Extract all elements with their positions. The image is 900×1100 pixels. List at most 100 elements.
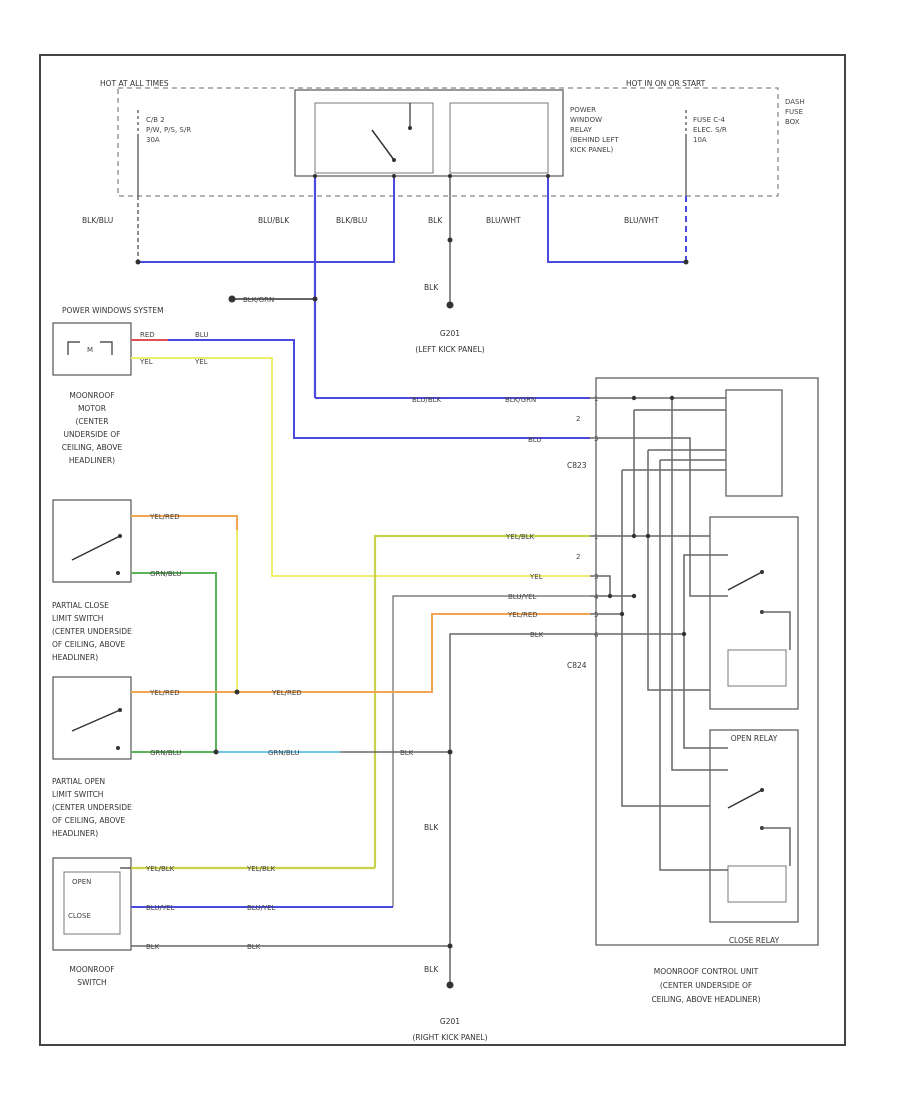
fuse-right-label-1: FUSE C-4 bbox=[693, 116, 726, 124]
sw-open-label: OPEN bbox=[72, 878, 91, 886]
motor-label-5: CEILING, ABOVE bbox=[62, 443, 123, 452]
close-relay-coil bbox=[727, 865, 787, 903]
splice-sw-blk bbox=[447, 943, 453, 949]
relay-housing bbox=[294, 89, 564, 177]
wire-blu-motor bbox=[168, 339, 590, 439]
wire-blk-blu-horizontal bbox=[138, 176, 395, 263]
po-wire-grn-blu-2: GRN/BLU bbox=[268, 749, 299, 757]
motor-label-6: HEADLINER) bbox=[69, 456, 115, 465]
wire-blu-wht bbox=[547, 176, 686, 263]
open-relay-contact bbox=[760, 570, 764, 574]
po-switch-arm bbox=[71, 709, 121, 732]
dash-fuse-label-3: BOX bbox=[785, 118, 800, 126]
relay-contact-point bbox=[408, 126, 412, 130]
po-switch-contact bbox=[118, 708, 122, 712]
hot-at-all-times-label: HOT AT ALL TIMES bbox=[100, 79, 169, 88]
cu-splice-2 bbox=[669, 395, 675, 401]
c824-wire-yel-blk: YEL/BLK bbox=[505, 533, 535, 541]
sw-wire-blu-yel-1: BLU/YEL bbox=[146, 904, 175, 912]
po-switch-box bbox=[52, 676, 132, 760]
wire-blu-yel-main bbox=[392, 595, 590, 907]
wire-label-blk-g201: BLK bbox=[424, 283, 439, 292]
dash-fuse-label-2: FUSE bbox=[785, 108, 803, 116]
po-label-5: HEADLINER) bbox=[52, 829, 98, 838]
wire-blk-c824 bbox=[449, 633, 590, 985]
motor-wire-yel-2: YEL bbox=[194, 358, 208, 366]
relay-left-section bbox=[314, 102, 434, 174]
cu-outline bbox=[595, 377, 819, 946]
pc-label-1: PARTIAL CLOSE bbox=[52, 601, 109, 610]
close-relay-arm bbox=[727, 789, 763, 809]
fuse-left-label-2: P/W, P/S, S/R bbox=[146, 126, 191, 134]
po-wire-blk: BLK bbox=[400, 749, 414, 757]
sw-close-label: CLOSE bbox=[68, 912, 91, 920]
open-relay-arm bbox=[727, 571, 763, 591]
cu-module bbox=[725, 389, 783, 497]
ground-g201 bbox=[446, 301, 454, 309]
wire-yel-blk-main bbox=[373, 534, 590, 868]
cu-label-2: (CENTER UNDERSIDE OF bbox=[660, 981, 752, 990]
cu-internal-7 bbox=[659, 459, 728, 871]
dash-fuse-box bbox=[117, 87, 779, 197]
relay-pivot bbox=[392, 158, 396, 162]
fuse-right-label-3: 10A bbox=[693, 136, 707, 144]
c824-label: C824 bbox=[567, 661, 587, 670]
g501-location-label: (RIGHT KICK PANEL) bbox=[412, 1033, 487, 1042]
cu-internal-10 bbox=[590, 575, 611, 596]
motor-wire-blu: BLU bbox=[195, 331, 208, 339]
cu-label-1: MOONROOF CONTROL UNIT bbox=[654, 967, 759, 976]
cu-internal-8 bbox=[621, 469, 726, 807]
cu-splice-6 bbox=[619, 611, 625, 617]
g201-label: G201 bbox=[440, 329, 460, 338]
top-wiring bbox=[135, 174, 689, 399]
fuse-left-label-3: 30A bbox=[146, 136, 160, 144]
wire-label-blk-blu-1: BLK/BLU bbox=[82, 216, 113, 225]
sw-wire-blk-2: BLK bbox=[247, 943, 261, 951]
diagram-frame bbox=[39, 54, 846, 1046]
cu-internal-14 bbox=[683, 634, 728, 749]
relay-terminal-4 bbox=[546, 174, 550, 178]
po-label-3: (CENTER UNDERSIDE bbox=[52, 803, 132, 812]
pc-wire-grn-blu: GRN/BLU bbox=[150, 570, 181, 578]
motor-wire-yel-1: YEL bbox=[139, 358, 153, 366]
wire-yel-red-pc bbox=[131, 515, 238, 692]
open-relay-box bbox=[709, 516, 799, 710]
close-relay-contact bbox=[760, 788, 764, 792]
sw-wire-blk-1: BLK bbox=[146, 943, 160, 951]
wire-label-blk-grn-top: BLK/GRN bbox=[243, 296, 274, 304]
wire-label-blu-right: BLU bbox=[528, 436, 541, 444]
sw-wire-yel-blk-1: YEL/BLK bbox=[145, 865, 175, 873]
power-windows-system-label: POWER WINDOWS SYSTEM bbox=[62, 306, 164, 315]
pc-label-5: HEADLINER) bbox=[52, 653, 98, 662]
c823-label: C823 bbox=[567, 461, 587, 470]
cu-internal-5 bbox=[671, 398, 728, 771]
relay-label-4: (BEHIND LEFT bbox=[570, 136, 619, 144]
g201-location-label: (LEFT KICK PANEL) bbox=[415, 345, 484, 354]
partial-close-limit-switch bbox=[52, 499, 238, 752]
relay-terminal-1 bbox=[313, 174, 317, 178]
po-wire-yel-red-1: YEL/RED bbox=[149, 689, 180, 697]
relay-contact-arm bbox=[371, 129, 395, 161]
cu-internal-16 bbox=[762, 827, 791, 866]
po-wire-yel-red-2: YEL/RED bbox=[271, 689, 302, 697]
cu-internal-15 bbox=[762, 611, 791, 650]
pc-switch-pivot bbox=[116, 571, 120, 575]
cu-splice-4 bbox=[645, 533, 651, 539]
splice-po-grn-blu bbox=[213, 749, 219, 755]
cu-splice-3 bbox=[631, 533, 637, 539]
wire-grn-blu-pc bbox=[131, 572, 217, 752]
relay-label-5: KICK PANEL) bbox=[570, 146, 613, 154]
splice-po-yel-red bbox=[234, 689, 240, 695]
sw-label-1: MOONROOF bbox=[69, 965, 114, 974]
fuse-box-outline bbox=[117, 87, 779, 197]
sw-box bbox=[52, 857, 132, 951]
pc-label-3: (CENTER UNDERSIDE bbox=[52, 627, 132, 636]
g501-label: G201 bbox=[440, 1017, 460, 1026]
cu-splice-1 bbox=[631, 395, 637, 401]
splice-right bbox=[683, 259, 689, 265]
motor-box bbox=[52, 322, 132, 376]
motor-label-1: MOONROOF bbox=[69, 391, 114, 400]
c824-pin-2: 2 bbox=[576, 553, 580, 561]
motor-label-2: MOTOR bbox=[78, 404, 106, 413]
